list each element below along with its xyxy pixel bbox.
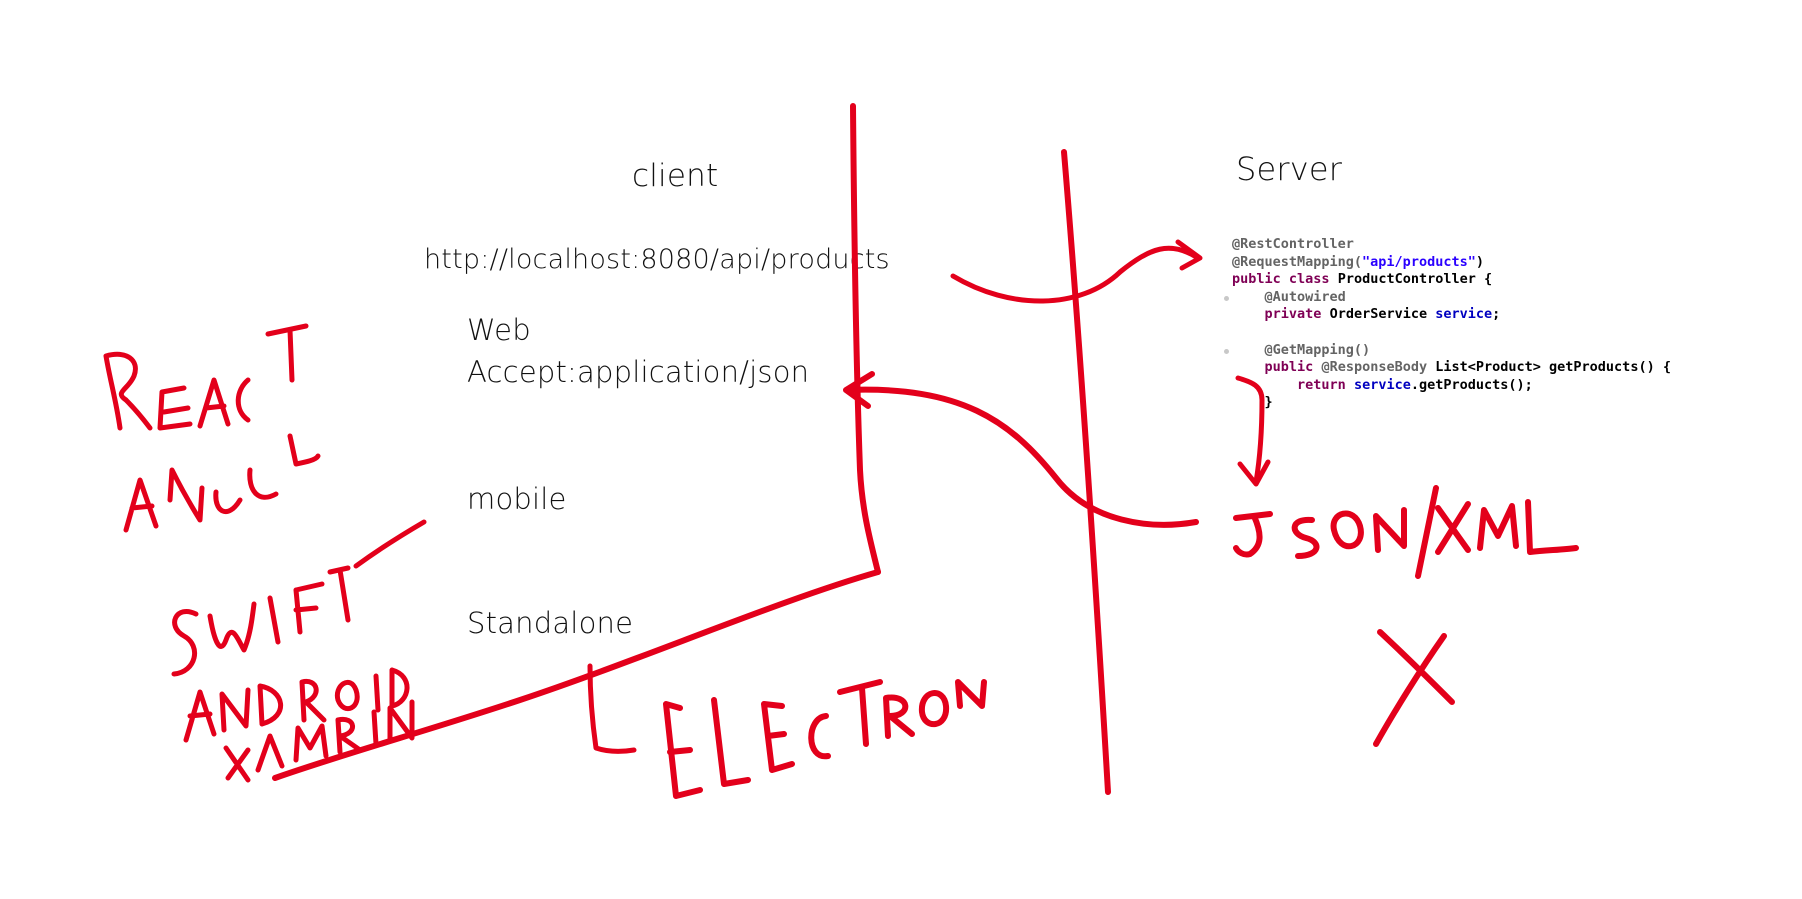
mobile-stroke (353, 519, 427, 569)
server-boundary-line (1061, 149, 1111, 795)
code-line-2: @RequestMapping("api/products") (1232, 253, 1484, 270)
text-electron (663, 679, 987, 799)
code-line-3: public class ProductController { (1232, 271, 1493, 288)
web-label: Web (467, 313, 531, 347)
client-label: client (632, 158, 719, 194)
code-line-1: @RestController (1232, 236, 1354, 252)
url-label: http://localhost:8080/api/products (424, 244, 890, 275)
cross-mark-icon (1373, 629, 1455, 747)
text-json-xml (1233, 485, 1579, 579)
request-arrowhead-icon (1175, 239, 1203, 271)
gutter-dot-icon (1224, 348, 1229, 354)
text-angular (123, 433, 321, 533)
response-arrow (845, 386, 1199, 528)
code-line-4: @Autowired (1224, 289, 1671, 307)
request-arrow (950, 245, 1201, 304)
text-react (103, 323, 309, 431)
serialize-arrowhead-icon (1237, 459, 1271, 487)
electron-tick (587, 663, 637, 754)
gutter-dot-icon (1224, 295, 1229, 301)
code-snippet: @RestController @RequestMapping("api/pro… (1224, 236, 1671, 412)
code-line-9: return service.getProducts(); (1297, 376, 1533, 393)
code-line-8: public @ResponseBody List<Product> getPr… (1264, 359, 1671, 376)
standalone-label: Standalone (467, 606, 634, 640)
accept-header-label: Accept:application/json (467, 355, 810, 389)
response-arrowhead-icon (843, 371, 875, 409)
code-line-5: private OrderService service; (1264, 306, 1501, 323)
code-line-10: } (1232, 394, 1273, 411)
serialize-arrow (1235, 375, 1265, 485)
desktop-stroke (272, 569, 881, 781)
code-line-7: @GetMapping() (1224, 342, 1671, 360)
client-boundary-line (850, 103, 881, 575)
text-xamarin (223, 699, 415, 783)
mobile-label: mobile (467, 482, 567, 516)
server-label: Server (1236, 150, 1343, 188)
text-swift (171, 565, 351, 677)
text-android (183, 667, 410, 743)
